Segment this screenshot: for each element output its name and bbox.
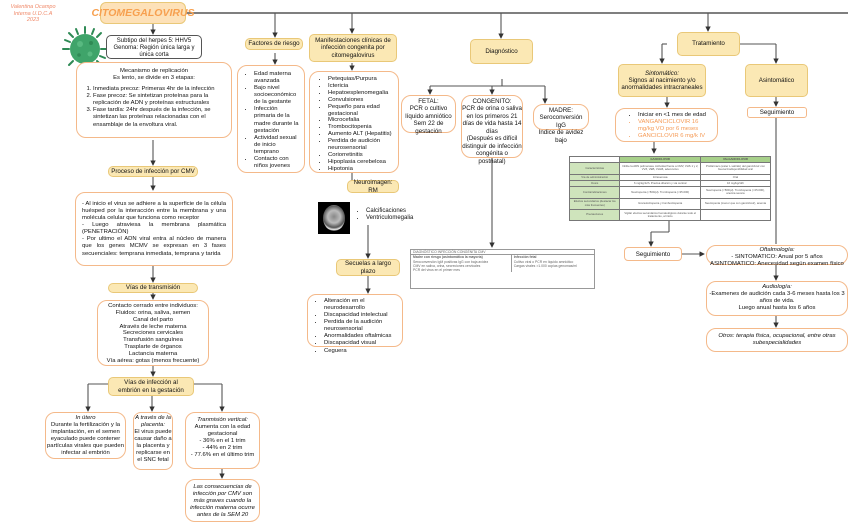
- sequelae-box: Alteración en el neurodesarrollo Discapa…: [307, 294, 403, 354]
- drug-table-cell: 6 mg/kg/12h. Precisa dilución y vía cent…: [619, 179, 701, 188]
- manifestations-box: Petequias/Purpura Ictericia Hepatoesplen…: [309, 71, 399, 173]
- asymptomatic-box: Asintomático: [745, 64, 808, 97]
- mother-diagnosis-box: MADRE: Seroconversión IgG Indice de avid…: [533, 104, 589, 144]
- replication-mechanism-box: Mecanismo de replicación Es lento, se di…: [76, 62, 232, 138]
- in-utero-box: In útero Durante la fertilización y la i…: [45, 412, 126, 459]
- drug-table-cell: Vía de administración: [568, 173, 621, 181]
- drug-table-cell: Precauciones: [568, 208, 621, 222]
- sequelae-label: Secuelas a largo plazo: [336, 259, 400, 276]
- manifestations-label: Manifestaciones clínicas de infección co…: [309, 34, 397, 62]
- infection-process-label: Proceso de infección por CMV: [108, 166, 198, 177]
- audiology-box: Audiología: -Examenes de audición cada 3…: [706, 281, 848, 316]
- manifestations-list: Petequias/Purpura Ictericia Hepatoesplen…: [318, 76, 394, 173]
- symptomatic-follow-up: Seguimiento: [624, 247, 682, 261]
- diagnosis-table: DIAGNÓSTICO INFECCIÓN CONGÉNITA CMV Madr…: [410, 249, 595, 289]
- symptomatic-treatment-list: Iniciar en <1 mes de edad VANGANCICLOVIR…: [628, 112, 715, 140]
- subtype-box: Subtipo del herpes 5: HHV5 Genoma: Regió…: [106, 35, 202, 59]
- transmission-box: Contacto cerrado entre individuos: Fluid…: [97, 300, 209, 366]
- drug-table-cell: Intravenosa: [619, 173, 701, 181]
- drug-table-cell: Neutropenia (<500/µl). Trombopenia (<25.…: [619, 186, 701, 199]
- author-credit: Valentina Ocampo Interna U.D.C.A 2023: [10, 4, 56, 24]
- drug-table-cell: [699, 208, 772, 222]
- drug-table-cell: Contraindicaciones: [568, 186, 621, 199]
- drug-table-cell: Oral: [699, 173, 772, 181]
- infection-process-box: - Al inicio el virus se adhiere a la sup…: [75, 192, 233, 266]
- fetal-diagnosis-box: FETAL: PCR o cultivo líquido amniótico S…: [401, 95, 456, 135]
- diagnosis-label: Diagnóstico: [470, 39, 533, 64]
- ophthalmology-box: Oftalmología: - SINTOMATICO: Anual por 5…: [706, 245, 848, 267]
- drug-table-cell: Dosis: [568, 179, 621, 188]
- embryo-routes-label: Vías de infección al embrión en la gesta…: [108, 377, 194, 396]
- asymptomatic-follow-up: Seguimiento: [747, 107, 807, 118]
- drug-table-header-cell: [568, 155, 621, 164]
- drug-table-header-cell: VALGANCICLOVIR: [699, 155, 772, 164]
- others-box: Otros: terapia física, ocupacional, entr…: [706, 328, 848, 352]
- sequelae-list: Alteración en el neurodesarrollo Discapa…: [314, 298, 400, 355]
- treatment-label: Tratamiento: [677, 32, 740, 56]
- drug-table-cell: Vigilar efectos secundarios hematológico…: [619, 208, 701, 222]
- consequence-box: Las consecuencias de infección por CMV s…: [185, 479, 260, 522]
- risk-factors-label: Factores de riesgo: [245, 38, 303, 50]
- drug-table-cell: Inhibe la ADN polimerasa. Actividad fren…: [619, 162, 701, 175]
- drug-table-cell: Neutropenia (menor que con ganciclovir),…: [699, 197, 772, 210]
- drug-table-cell: Profármaco (éster L-valinilo) del gancic…: [699, 162, 772, 175]
- drug-table-cell: 16 mg/kg/12h: [699, 179, 772, 188]
- transmission-label: Vías de transmisión: [108, 283, 198, 293]
- symptomatic-treatment-box: Iniciar en <1 mes de edad VANGANCICLOVIR…: [615, 108, 718, 142]
- vertical-transmission-box: Tranmisión vertical: Aumenta con la edad…: [185, 412, 260, 469]
- placenta-box: A través de la placenta: El virus puede …: [133, 412, 173, 470]
- brain-ct-scan-image: [318, 202, 350, 234]
- symptomatic-box: Sintomático: Signos al nacimiento y/o an…: [618, 64, 706, 97]
- replication-steps: Inmediata precoz: Primeras 4hr de la inf…: [83, 86, 225, 128]
- neuroimaging-label: Neuroimagen: RM: [347, 179, 399, 194]
- drug-table-cell: Efectos secundarios (destacar los más fr…: [568, 197, 621, 210]
- risk-factors-list: Edad materna avanzada Bajo nivel socioec…: [244, 71, 300, 170]
- drug-table-cell: Granulocitopenia y trombocitopenia: [619, 197, 701, 210]
- main-title: CITOMEGALOVIRUS: [91, 2, 195, 24]
- drug-table-cell: Neutropenia (<500/µl). Trombopenia (<25.…: [699, 186, 772, 199]
- neuroimaging-findings: Calcificaciones Ventriculomegalia: [356, 208, 413, 222]
- drug-table-cell: Características: [568, 162, 621, 175]
- drug-table-row: Efectos secundarios (destacar los más fr…: [568, 197, 772, 210]
- congenital-diagnosis-box: CONGENITO: PCR de orina o saliva en los …: [461, 95, 523, 165]
- drug-table-header-cell: GANCICLOVIR: [619, 155, 701, 164]
- risk-factors-box: Edad materna avanzada Bajo nivel socioec…: [237, 65, 305, 173]
